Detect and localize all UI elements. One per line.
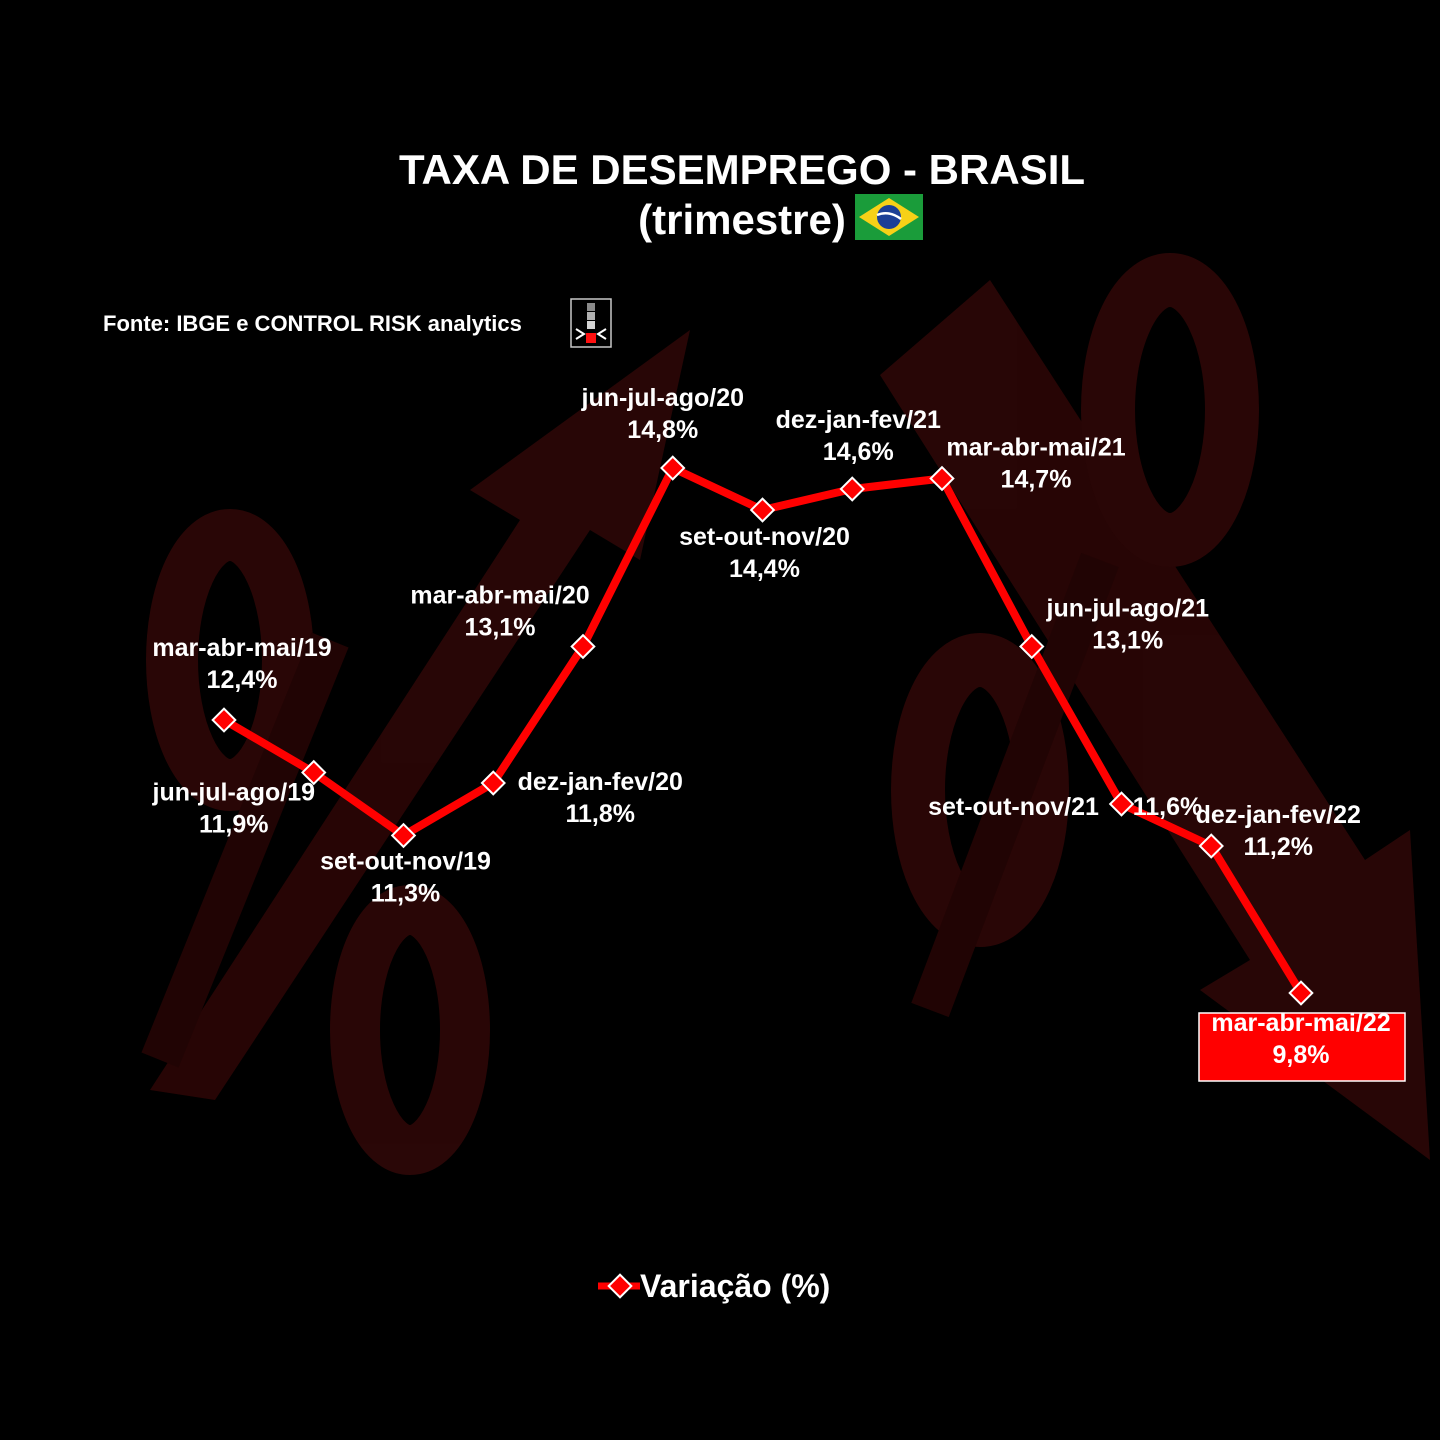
brazil-flag-icon (855, 194, 923, 240)
category-label-9: jun-jul-ago/21 (1046, 595, 1210, 623)
control-risk-logo-icon (570, 298, 612, 348)
data-point-6 (749, 497, 776, 523)
chart-title: TAXA DE DESEMPREGO - BRASIL (399, 146, 1085, 193)
data-point-11 (1198, 833, 1224, 859)
highlight-label-box (1198, 1012, 1406, 1082)
decor-arrow-up (150, 330, 690, 1100)
value-label-3: 11,8% (565, 800, 635, 828)
data-point-8 (929, 465, 955, 492)
legend-label: Variação (%) (640, 1268, 830, 1304)
value-label-8: 14,7% (1001, 466, 1072, 494)
decor-ring-1 (146, 509, 314, 811)
decor-slash-2 (911, 552, 1119, 1018)
value-label-12: 9,8% (1273, 1041, 1330, 1069)
data-point-3 (480, 770, 506, 796)
value-label-2: 11,3% (371, 880, 441, 908)
value-label-1: 11,9% (199, 811, 269, 839)
plot-area: mar-abr-mai/19 12,4% jun-jul-ago/19 11,9% se… (152, 384, 1406, 1082)
category-label-0: mar-abr-mai/19 (152, 634, 331, 662)
value-label-0: 12,4% (207, 666, 278, 694)
source-label: Fonte: IBGE e CONTROL RISK analytics (103, 311, 522, 336)
data-point-0 (211, 707, 237, 733)
value-label-9: 13,1% (1092, 627, 1163, 655)
category-label-7: dez-jan-fev/21 (776, 406, 941, 434)
category-label-6: set-out-nov/20 (679, 523, 850, 551)
category-label-8: mar-abr-mai/21 (946, 434, 1125, 462)
value-label-11: 11,2% (1243, 833, 1313, 861)
value-label-6: 14,4% (729, 555, 800, 583)
decor-ring-2 (330, 885, 490, 1175)
category-label-11: dez-jan-fev/22 (1196, 801, 1361, 829)
category-label-5: jun-jul-ago/20 (581, 384, 745, 412)
value-label-10: 11,6% (1133, 793, 1203, 821)
category-label-12: mar-abr-mai/22 (1211, 1009, 1390, 1037)
decor-slash-1 (141, 632, 349, 1068)
legend-marker-swatch (607, 1273, 633, 1299)
category-label-10: set-out-nov/21 (928, 793, 1099, 821)
data-point-2 (390, 822, 417, 849)
decor-ring-3 (1081, 253, 1259, 567)
data-point-1 (301, 759, 327, 786)
category-label-1: jun-jul-ago/19 (152, 779, 316, 807)
data-point-10 (1108, 791, 1135, 817)
background-decor (141, 253, 1430, 1175)
decor-arrow-down (880, 280, 1430, 1160)
chart-subtitle: (trimestre) (638, 196, 846, 243)
legend: Variação (%) (598, 1268, 830, 1304)
category-label-2: set-out-nov/19 (320, 848, 491, 876)
data-point-12 (1288, 980, 1314, 1006)
data-point-4 (570, 633, 596, 660)
data-point-7 (839, 476, 865, 502)
value-label-7: 14,6% (823, 438, 894, 466)
category-label-4: mar-abr-mai/20 (410, 582, 589, 610)
value-label-5: 14,8% (627, 416, 698, 444)
value-label-4: 13,1% (465, 614, 536, 642)
data-point-5 (660, 455, 686, 481)
category-label-3: dez-jan-fev/20 (518, 768, 683, 796)
data-point-9 (1019, 633, 1045, 660)
